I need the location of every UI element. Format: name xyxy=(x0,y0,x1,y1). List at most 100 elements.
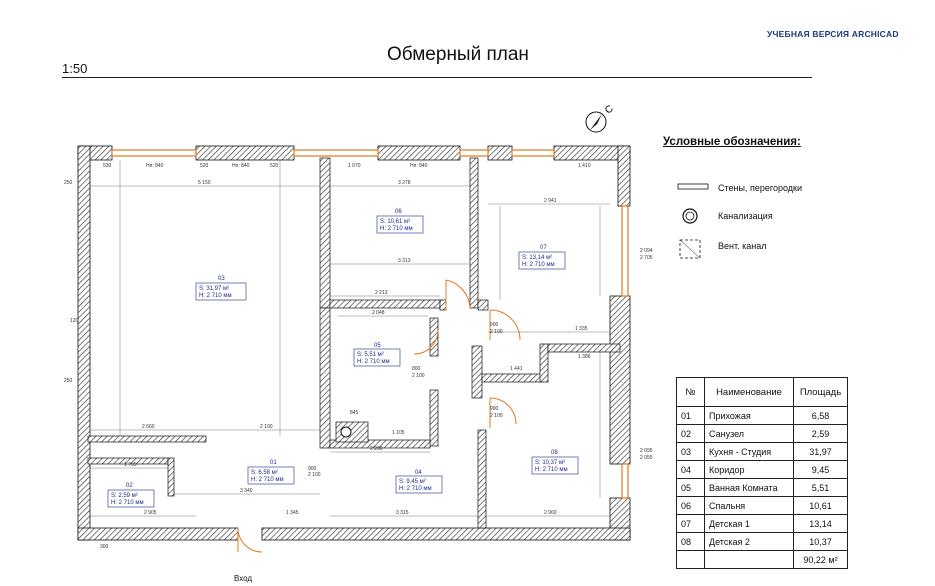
dim-label: 2 094 xyxy=(640,248,653,254)
room-labels: 03 S: 31,97 м² H: 2 710 мм 06 S: 10,61 м… xyxy=(107,209,579,508)
room-number: 04 xyxy=(415,470,422,476)
legend-label: Вент. канал xyxy=(718,241,767,251)
dim-label: 300 xyxy=(100,544,109,550)
room-num-cell: 06 xyxy=(676,496,705,515)
wall-bottom-right xyxy=(261,527,631,541)
dim-label: 1 386 xyxy=(578,354,591,360)
dim-label: 900 xyxy=(490,406,499,412)
dim-label: 2 100 xyxy=(260,424,273,430)
dim-label: Нп: 840 xyxy=(146,163,164,169)
dim-label: 2 213 xyxy=(375,290,388,296)
wall-left xyxy=(77,145,91,541)
room-height: H: 2 710 мм xyxy=(251,477,284,483)
room-number: 01 xyxy=(270,460,277,466)
room-num-cell: 08 xyxy=(676,532,705,551)
dim-label: 800 xyxy=(412,366,421,372)
table-row: 05 Ванная Комната 5,51 xyxy=(676,478,848,497)
door-swings xyxy=(237,279,521,553)
dim-label: 1 795 xyxy=(124,462,137,468)
room-number: 07 xyxy=(540,245,547,251)
room-area-cell: 10,37 xyxy=(793,532,848,551)
dim-label: 530 xyxy=(103,163,112,169)
room-num-cell: 03 xyxy=(676,442,705,461)
wall-top-mid1 xyxy=(195,145,295,161)
dim-label: 2 055 xyxy=(640,455,653,461)
room-height: H: 2 710 мм xyxy=(535,467,568,473)
table-header-row: № Наименование Площадь xyxy=(676,377,848,407)
dim-label: 5 150 xyxy=(198,180,211,186)
room-height: H: 2 710 мм xyxy=(399,486,432,492)
room-area-cell: 5,51 xyxy=(793,478,848,497)
room-area: S: 6,58 м² xyxy=(251,470,278,476)
room-name-cell: Прихожая xyxy=(704,406,794,425)
room-name-cell: Коридор xyxy=(704,460,794,479)
room-area-cell: 13,14 xyxy=(793,514,848,533)
dim-label: 2 048 xyxy=(372,310,385,316)
dim-label: 2 100 xyxy=(308,472,321,478)
dim-label: 900 xyxy=(490,322,499,328)
room-area-cell: 10,61 xyxy=(793,496,848,515)
dim-label: 845 xyxy=(350,410,359,416)
room-area: S: 5,51 м² xyxy=(357,352,384,358)
room-height: H: 2 710 мм xyxy=(357,359,390,365)
exterior-walls xyxy=(77,145,631,541)
room-number: 06 xyxy=(395,209,402,215)
room-name-cell: Спальня xyxy=(704,496,794,515)
dim-label: 2 941 xyxy=(544,198,557,204)
table-row: 02 Санузел 2,59 xyxy=(676,424,848,443)
dim-label: 2 660 xyxy=(142,424,155,430)
room-num-cell: 04 xyxy=(676,460,705,479)
dim-label: 1 070 xyxy=(348,163,361,169)
legend-title: Условные обозначения: xyxy=(663,136,801,148)
table-row: 01 Прихожая 6,58 xyxy=(676,406,848,425)
room-03: 03 S: 31,97 м² H: 2 710 мм xyxy=(195,276,247,301)
windows xyxy=(111,149,629,499)
room-number: 08 xyxy=(551,450,558,456)
dim-label: 2 100 xyxy=(490,329,503,335)
watermark: УЧЕБНАЯ ВЕРСИЯ ARCHICAD xyxy=(767,29,899,39)
header-number: № xyxy=(676,377,705,407)
room-number: 03 xyxy=(218,276,225,282)
table-row: 07 Детская 1 13,14 xyxy=(676,514,848,533)
dim-label: 520 xyxy=(200,163,209,169)
room-num-cell: 01 xyxy=(676,406,705,425)
legend-label: Канализация xyxy=(718,211,773,221)
wall-top-mid2 xyxy=(377,145,461,161)
room-num-cell: 02 xyxy=(676,424,705,443)
dim-label: 3 313 xyxy=(398,258,411,264)
dim-label: 1 410 xyxy=(578,163,591,169)
dim-label: 2 100 xyxy=(490,413,503,419)
dim-label: 2 095 xyxy=(640,448,653,454)
wall-bottom-left xyxy=(77,527,239,541)
wall-top-mid3 xyxy=(487,145,513,161)
dim-label: 250 xyxy=(64,180,73,186)
room-05: 05 S: 5,51 м² H: 2 710 мм xyxy=(353,343,401,367)
room-06: 06 S: 10,61 м² H: 2 710 мм xyxy=(376,209,424,234)
room-area: S: 10,61 м² xyxy=(380,219,410,225)
dim-label: 520 xyxy=(270,163,279,169)
dim-label: 3 278 xyxy=(398,180,411,186)
dim-label: 2 100 xyxy=(412,373,425,379)
room-area: S: 9,45 м² xyxy=(399,479,426,485)
page-title: Обмерный план xyxy=(387,44,529,65)
dim-label: 3 315 xyxy=(396,510,409,516)
rooms-table: № Наименование Площадь 01 Прихожая 6,58 … xyxy=(676,377,848,569)
room-area-cell: 2,59 xyxy=(793,424,848,443)
room-area-cell: 6,58 xyxy=(793,406,848,425)
title-divider xyxy=(62,77,812,78)
dimension-labels: 530 520 520 1 070 1 410 Нп: 840 Нп: 840 … xyxy=(64,163,653,550)
room-height: H: 2 710 мм xyxy=(199,293,232,299)
dim-label: 120 xyxy=(70,318,79,324)
dim-label: 2 960 xyxy=(544,510,557,516)
room-04: 04 S: 9,45 м² H: 2 710 мм xyxy=(395,470,443,494)
table-row: 04 Коридор 9,45 xyxy=(676,460,848,479)
dim-label: 250 xyxy=(64,378,73,384)
table-row: 03 Кухня - Студия 31,97 xyxy=(676,442,848,461)
room-08: 08 S: 10,37 м² H: 2 710 мм xyxy=(531,450,579,475)
room-height: H: 2 710 мм xyxy=(380,226,413,232)
table-row: 08 Детская 2 10,37 xyxy=(676,532,848,551)
header-name: Наименование xyxy=(704,377,794,407)
room-num-cell: 07 xyxy=(676,514,705,533)
room-area: S: 10,37 м² xyxy=(535,460,565,466)
